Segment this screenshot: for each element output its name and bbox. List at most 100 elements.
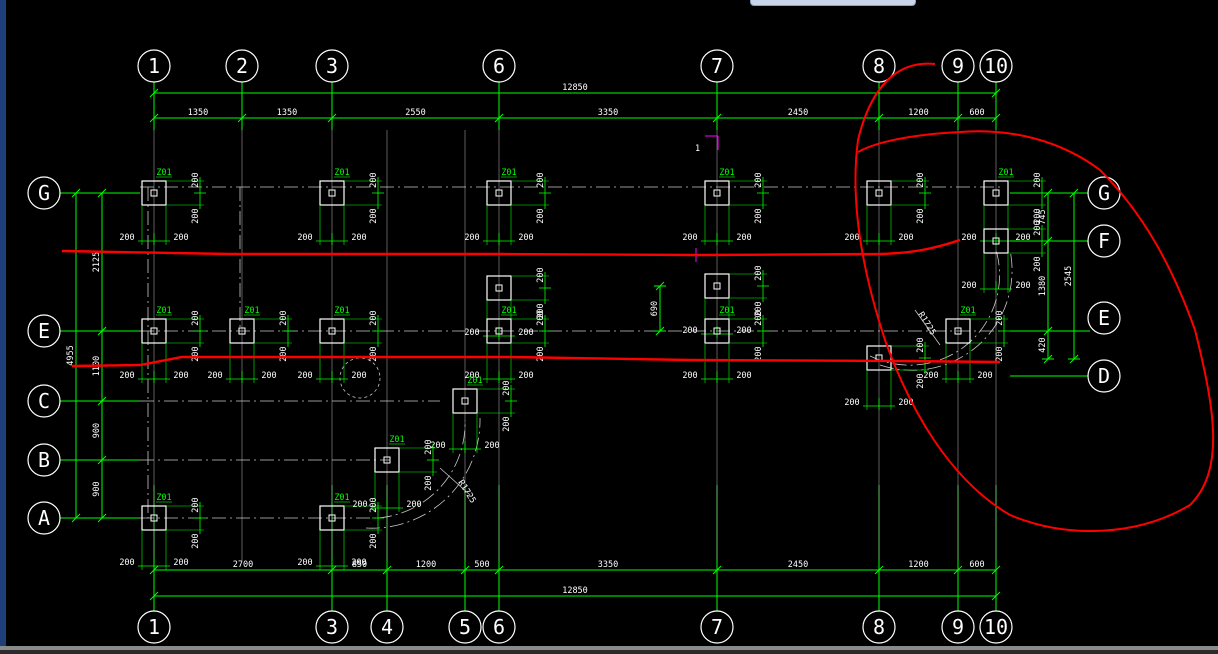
column-offset-label: 200 — [518, 328, 533, 338]
axis-bubble-circle — [315, 610, 349, 644]
axis-bubble-circle — [979, 610, 1013, 644]
column-offset-label: 200 — [682, 233, 697, 243]
axis-bubble-label: F — [1098, 229, 1110, 253]
dim-left-seg-label: 900 — [92, 481, 102, 496]
column-offset-label: 200 — [406, 500, 421, 510]
axis-bubble-circle — [27, 384, 61, 418]
column-offset-label: 200 — [995, 310, 1005, 325]
axis-bubble-bottom-1: 1 — [137, 610, 171, 644]
column-offset-label: 200 — [173, 558, 188, 568]
column-core — [875, 189, 883, 197]
column-offset-label: 200 — [297, 371, 312, 381]
dim-bottom-seg-label: 3350 — [598, 560, 618, 570]
column-offset-label: 200 — [536, 267, 546, 282]
column-offset-label: 200 — [351, 558, 366, 568]
axis-bubble-circle — [27, 314, 61, 348]
axis-bubble-right-E: E — [1087, 301, 1121, 335]
column-offset-label: 200 — [484, 441, 499, 451]
column-offset-label: 200 — [536, 346, 546, 361]
column-outline — [704, 180, 730, 206]
dim-right-total-label: 2545 — [1064, 266, 1074, 286]
markup-cloud — [854, 62, 1215, 533]
centerlines — [140, 186, 1013, 529]
column-offset-label: 200 — [191, 310, 201, 325]
column-tag-label: Z01 — [389, 435, 404, 445]
column-core — [383, 456, 391, 464]
column-offset-label: 200 — [1033, 220, 1043, 235]
dim-bottom-seg-label: 600 — [969, 560, 984, 570]
axis-bubble-bottom-6: 6 — [482, 610, 516, 644]
column-offset-label: 200 — [916, 208, 926, 223]
column-core — [150, 189, 158, 197]
column-outline — [486, 275, 512, 301]
dim-top-seg-label: 2450 — [788, 108, 808, 118]
column-tag-label: Z01 — [334, 306, 349, 316]
axis-bubble-label: 5 — [459, 615, 471, 639]
axis-bubble-label: A — [38, 506, 50, 530]
column-offset-label: 200 — [754, 172, 764, 187]
axis-bubble-circle — [941, 49, 975, 83]
column-offset-label: 200 — [1015, 281, 1030, 291]
column-outline — [141, 505, 167, 531]
axis-bubble-top-10: 10 — [979, 49, 1013, 83]
column-outline — [374, 447, 400, 473]
axis-bubble-bottom-5: 5 — [448, 610, 482, 644]
column-core — [495, 284, 503, 292]
axis-bubble-circle — [482, 610, 516, 644]
column-core — [328, 514, 336, 522]
column-offset-label: 200 — [119, 558, 134, 568]
axis-bubble-bottom-9: 9 — [941, 610, 975, 644]
stair-circle — [339, 357, 381, 399]
axis-bubble-circle — [137, 610, 171, 644]
status-bar — [0, 646, 1218, 650]
column-offset-label: 200 — [173, 371, 188, 381]
column-offset-label: 200 — [279, 310, 289, 325]
viewport-left-edge — [0, 0, 6, 650]
curved-wall-c — [869, 249, 1000, 366]
axis-bubble-label: E — [38, 319, 50, 343]
axis-bubble-circle — [862, 610, 896, 644]
viewport-top-tab[interactable] — [750, 0, 916, 6]
column-offset-label: 200 — [682, 371, 697, 381]
dim-top-seg-label: 2550 — [405, 108, 425, 118]
axis-bubble-label: 1 — [148, 615, 160, 639]
column-offset-label: 200 — [351, 233, 366, 243]
dim-top-seg-label: 1350 — [277, 108, 297, 118]
column-outline — [983, 180, 1009, 206]
axis-bubble-circle — [27, 443, 61, 477]
column-core — [495, 327, 503, 335]
column-offset-label: 200 — [191, 346, 201, 361]
column-offset-label: 200 — [754, 301, 764, 316]
axis-bubble-circle — [370, 610, 404, 644]
column-offset-label: 200 — [961, 233, 976, 243]
column-core — [713, 189, 721, 197]
column-tag-label: Z01 — [960, 306, 975, 316]
column-offset-label: 200 — [430, 441, 445, 451]
axis-bubble-left-E: E — [27, 314, 61, 348]
column-outline — [141, 318, 167, 344]
axis-bubble-label: C — [38, 389, 50, 413]
column-offset-label: 200 — [369, 310, 379, 325]
column-core — [713, 327, 721, 335]
axis-bubble-label: 10 — [984, 615, 1008, 639]
column-tag-label: Z01 — [156, 168, 171, 178]
dim-bottom-seg-label: 2450 — [788, 560, 808, 570]
axis-bubble-bottom-7: 7 — [700, 610, 734, 644]
dim-bottom-seg-label: 2700 — [233, 560, 253, 570]
radius-leader — [439, 467, 471, 496]
column-offset-label: 200 — [536, 310, 546, 325]
column-offset-label: 200 — [279, 346, 289, 361]
